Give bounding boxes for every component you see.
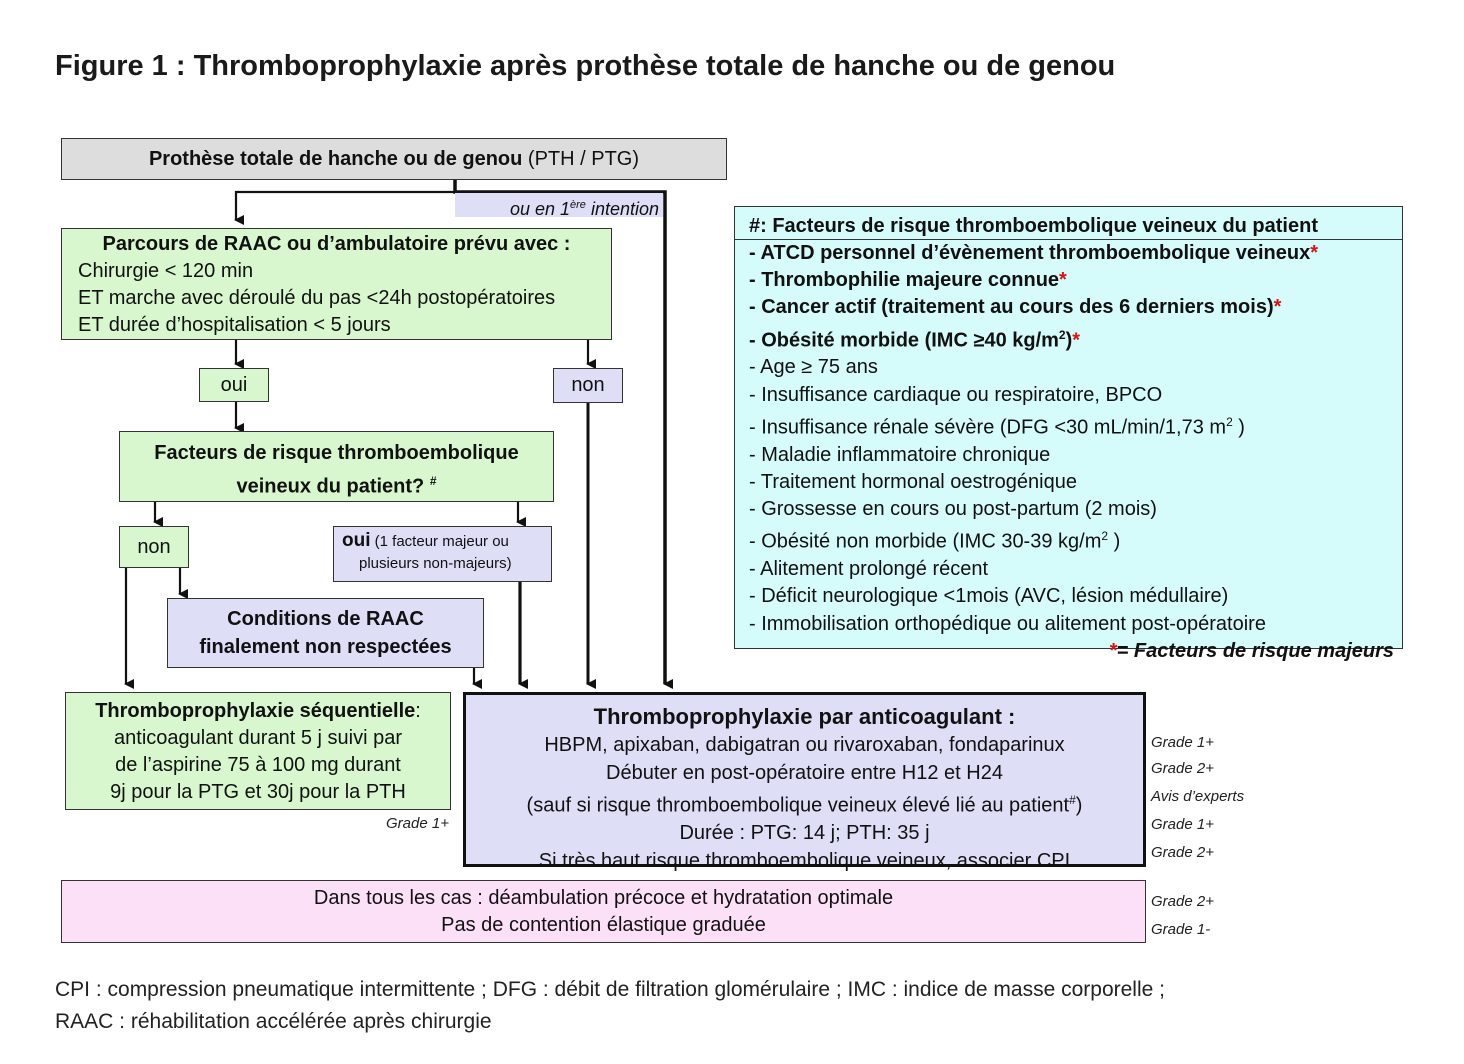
non-box-1: non	[553, 368, 623, 403]
all-cases-line: Pas de contention élastique graduée	[441, 914, 766, 936]
sequential-line: anticoagulant durant 5 j suivi par	[114, 727, 402, 749]
risk-star: *	[1273, 296, 1282, 319]
all-cases-line: Dans tous les cas : déambulation précoce…	[313, 887, 894, 909]
footnote-line: CPI : compression pneumatique intermitte…	[55, 978, 1165, 1001]
risk-factor-minor: - Insuffisance cardiaque ou respiratoire…	[749, 383, 1163, 406]
risk-question-box: Facteurs de risque thromboembolique vein…	[119, 431, 554, 502]
anticoag-grade: Grade 1+	[1151, 816, 1214, 833]
anticoag-grade: Avis d’experts	[1151, 788, 1245, 805]
anticoag-heading: Thromboprophylaxie par anticoagulant :	[593, 704, 1016, 729]
risk-factors-heading: #: Facteurs de risque thromboembolique v…	[735, 207, 1402, 240]
risk-factor-minor: - Maladie inflammatoire chronique	[749, 443, 1051, 466]
risk-star: *	[1072, 329, 1081, 352]
intention-label: ou en 1ère intention	[455, 193, 663, 219]
oui-box-1: oui	[199, 368, 269, 402]
legend-star: *	[1108, 639, 1117, 662]
risk-star: *	[1310, 242, 1318, 264]
risk-factor-minor: - Age ≥ 75 ans	[749, 356, 878, 379]
risk-factor-minor: - Déficit neurologique <1mois (AVC, lési…	[749, 585, 1229, 608]
risk-factor-post: )	[1108, 531, 1121, 553]
anticoag-grade: Grade 1+	[1151, 734, 1214, 751]
arrow-top-to-raac	[234, 180, 457, 225]
arrow-top-to-anticoag	[453, 180, 673, 689]
risk-factor-major: - Cancer actif (traitement au cours des …	[749, 296, 1274, 319]
anticoag-sup: #	[1069, 793, 1076, 807]
anticoag-line: Si très haut risque thromboembolique vei…	[538, 849, 1071, 872]
all-cases-box: Dans tous les cas : déambulation précoce…	[61, 880, 1146, 943]
non-box-2: non	[119, 526, 189, 568]
risk-factor-post: )	[1232, 416, 1245, 439]
risk-factor-minor: - Traitement hormonal oestrogénique	[749, 470, 1077, 493]
intention-pre: ou en 1	[509, 199, 571, 219]
risk-sup: 2	[1226, 414, 1233, 429]
sequential-colon: :	[415, 700, 421, 722]
sequential-grade: Grade 1+	[386, 815, 449, 832]
anticoag-line-post: )	[1075, 794, 1083, 817]
raac-line: Chirurgie < 120 min	[78, 260, 254, 282]
risk-factor-minor: - Obésité non morbide (IMC 30-39 kg/m	[749, 531, 1102, 553]
page-title: Figure 1 : Thromboprophylaxie après prot…	[55, 50, 1116, 82]
raac-line: ET marche avec déroulé du pas <24h posto…	[78, 287, 556, 309]
raac-box: Parcours de RAAC ou d’ambulatoire prévu …	[61, 228, 612, 340]
oui-2-line: (1 facteur majeur ou	[370, 533, 509, 550]
conditions-box: Conditions de RAAC finalement non respec…	[167, 598, 484, 668]
risk-factor-major: - Obésité morbide (IMC ≥40 kg/m	[749, 329, 1059, 352]
risk-sup: 2	[1058, 327, 1066, 342]
raac-line: ET durée d’hospitalisation < 5 jours	[78, 314, 391, 336]
risk-factor-minor: - Immobilisation orthopédique ou aliteme…	[749, 612, 1266, 635]
anticoag-grade: Grade 2+	[1151, 844, 1214, 861]
risk-star: *	[1059, 269, 1067, 292]
risk-sup: 2	[1101, 529, 1109, 544]
oui-2-line: plusieurs non-majeurs)	[359, 555, 512, 572]
intention-post: intention	[585, 199, 659, 219]
sequential-line: de l’aspirine 75 à 100 mg durant	[115, 754, 401, 776]
risk-factor-major: - ATCD personnel d’évènement thromboembo…	[749, 242, 1311, 264]
raac-heading: Parcours de RAAC ou d’ambulatoire prévu …	[102, 233, 571, 255]
anticoag-line: Débuter en post-opératoire entre H12 et …	[606, 761, 1003, 784]
sequential-heading: Thromboprophylaxie séquentielle	[95, 700, 416, 722]
top-box-normal: (PTH / PTG)	[522, 148, 640, 170]
risk-factor-minor: - Insuffisance rénale sévère (DFG <30 mL…	[749, 416, 1227, 439]
risk-factor-post: )	[1065, 329, 1073, 352]
risk-factor-major: - Thrombophilie majeure connue	[749, 269, 1060, 292]
anticoag-line: (sauf si risque thromboembolique veineux…	[526, 794, 1070, 817]
top-box: Prothèse totale de hanche ou de genou (P…	[61, 138, 727, 180]
conditions-line: Conditions de RAAC	[227, 608, 424, 630]
all-cases-grade: Grade 1-	[1151, 921, 1211, 938]
anticoag-line: Durée : PTG: 14 j; PTH: 35 j	[679, 822, 930, 845]
risk-factor-minor: - Grossesse en cours ou post-partum (2 m…	[749, 498, 1157, 521]
footnote-line: RAAC : réhabilitation accélérée après ch…	[55, 1010, 492, 1033]
all-cases-grade: Grade 2+	[1151, 893, 1214, 910]
anticoag-line: HBPM, apixaban, dabigatran ou rivaroxaba…	[544, 734, 1065, 756]
conditions-line: finalement non respectées	[199, 636, 452, 658]
risk-factors-box: #: Facteurs de risque thromboembolique v…	[734, 206, 1403, 662]
risk-factor-minor: - Alitement prolongé récent	[749, 558, 989, 581]
oui-box-2: oui (1 facteur majeur ou plusieurs non-m…	[333, 526, 552, 582]
risk-question-line: veineux du patient?	[236, 475, 430, 498]
sequential-line: 9j pour la PTG et 30j pour la PTH	[110, 781, 406, 803]
oui-2-bold: oui	[342, 530, 371, 551]
risk-question-line: Facteurs de risque thromboembolique	[154, 442, 519, 464]
intention-sup: ère	[570, 199, 586, 211]
risk-question-sup: #	[429, 474, 437, 488]
legend-text: = Facteurs de risque majeurs	[1116, 639, 1394, 662]
top-box-bold: Prothèse totale de hanche ou de genou	[148, 148, 523, 170]
anticoag-grade: Grade 2+	[1151, 760, 1214, 777]
sequential-box: Thromboprophylaxie séquentielle: anticoa…	[65, 692, 451, 810]
anticoag-box: Thromboprophylaxie par anticoagulant : H…	[463, 692, 1146, 872]
